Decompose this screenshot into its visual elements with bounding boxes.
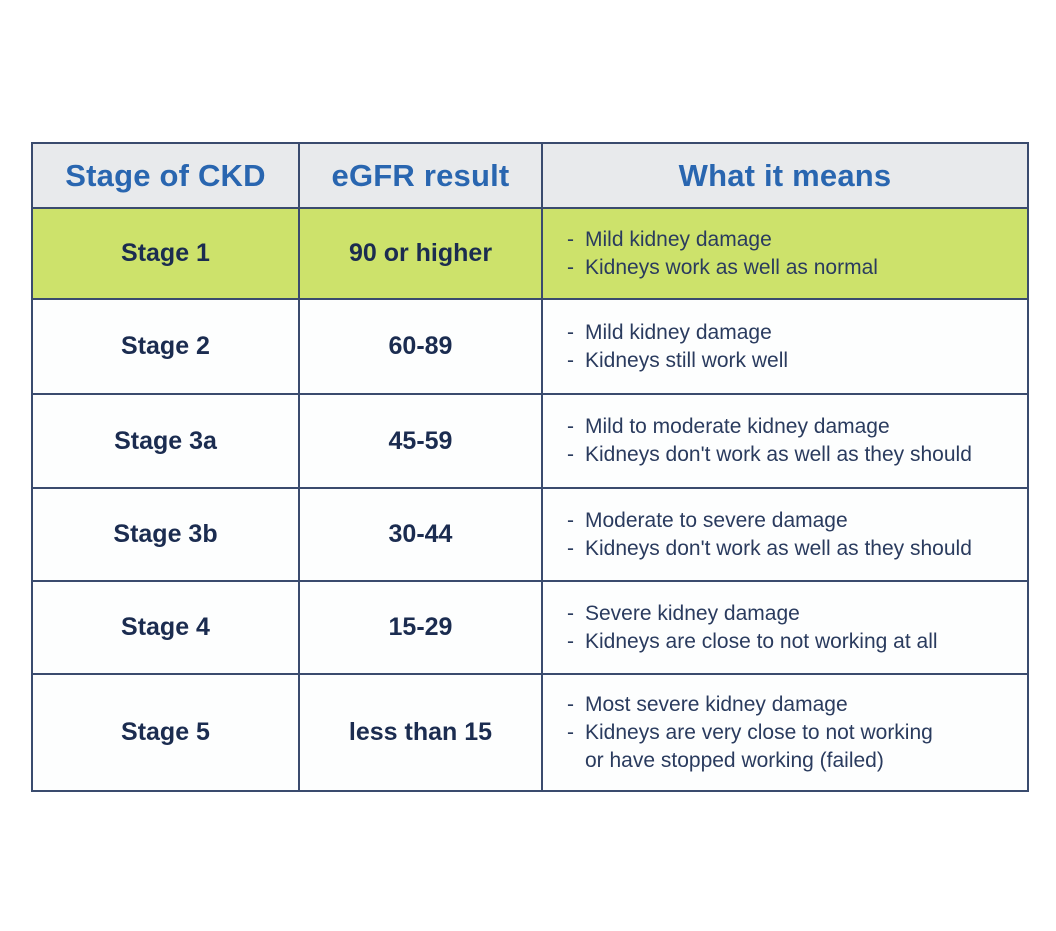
- bullet-dash: -: [567, 255, 574, 279]
- egfr-cell: 15-29: [298, 580, 543, 675]
- bullet-dash: -: [567, 227, 574, 251]
- meaning-text: Kidneys don't work as well as they shoul…: [585, 443, 972, 466]
- bullet-dash: -: [567, 348, 574, 372]
- stage-cell: Stage 2: [31, 298, 300, 395]
- meaning-text: Kidneys still work well: [585, 348, 789, 372]
- ckd-stage-table: Stage of CKD eGFR result What it means S…: [31, 142, 1029, 792]
- header-what-it-means: What it means: [541, 142, 1029, 209]
- meaning-item: - Moderate to severe damage: [567, 507, 1013, 535]
- bullet-dash: -: [567, 629, 574, 653]
- bullet-dash: -: [567, 320, 574, 344]
- table-row-stage-4: Stage 4 15-29 - Severe kidney damage - K…: [31, 580, 1029, 675]
- meaning-cell: - Severe kidney damage - Kidneys are clo…: [541, 580, 1029, 675]
- meaning-item: - Kidneys still work well: [567, 347, 1013, 375]
- egfr-cell: 60-89: [298, 298, 543, 395]
- meaning-cell: - Moderate to severe damage - Kidneys do…: [541, 487, 1029, 582]
- meaning-cell: - Most severe kidney damage - Kidneys ar…: [541, 673, 1029, 792]
- stage-cell: Stage 4: [31, 580, 300, 675]
- bullet-dash: -: [567, 536, 574, 560]
- meaning-item: - Kidneys are close to not working at al…: [567, 628, 1013, 656]
- egfr-cell: 90 or higher: [298, 207, 543, 300]
- header-egfr-result: eGFR result: [298, 142, 543, 209]
- meaning-text: Moderate to severe damage: [585, 508, 848, 532]
- bullet-dash: -: [567, 443, 574, 466]
- meaning-text: Mild to moderate kidney damage: [585, 415, 890, 438]
- bullet-dash: -: [567, 601, 574, 625]
- meaning-item: - Most severe kidney damage: [567, 691, 1013, 719]
- meaning-item: - Mild kidney damage: [567, 226, 1013, 254]
- bullet-dash: -: [567, 415, 574, 438]
- stage-cell: Stage 1: [31, 207, 300, 300]
- table-row-stage-3a: Stage 3a 45-59 - Mild to moderate kidney…: [31, 393, 1029, 489]
- meaning-text: Kidneys are close to not working at all: [585, 629, 938, 653]
- table-row-stage-1: Stage 1 90 or higher - Mild kidney damag…: [31, 207, 1029, 300]
- table-row-stage-5: Stage 5 less than 15 - Most severe kidne…: [31, 673, 1029, 792]
- meaning-item: - Kidneys work as well as normal: [567, 254, 1013, 282]
- header-stage-of-ckd: Stage of CKD: [31, 142, 300, 209]
- table-row-stage-2: Stage 2 60-89 - Mild kidney damage - Kid…: [31, 298, 1029, 395]
- bullet-dash: -: [567, 508, 574, 532]
- meaning-text: Kidneys don't work as well as they shoul…: [585, 536, 972, 560]
- egfr-cell: 45-59: [298, 393, 543, 489]
- meaning-text: Most severe kidney damage: [585, 692, 848, 716]
- meaning-cell: - Mild kidney damage - Kidneys work as w…: [541, 207, 1029, 300]
- stage-cell: Stage 3b: [31, 487, 300, 582]
- meaning-cell: - Mild kidney damage - Kidneys still wor…: [541, 298, 1029, 395]
- bullet-dash: -: [567, 692, 574, 716]
- meaning-text: Mild kidney damage: [585, 227, 772, 251]
- stage-cell: Stage 3a: [31, 393, 300, 489]
- egfr-cell: 30-44: [298, 487, 543, 582]
- meaning-item: - Mild kidney damage: [567, 319, 1013, 347]
- meaning-text: Mild kidney damage: [585, 320, 772, 344]
- meaning-item: - Kidneys don't work as well as they sho…: [567, 535, 1013, 563]
- meaning-item: - Kidneys don't work as well as they sho…: [567, 441, 1013, 469]
- meaning-item: - Mild to moderate kidney damage: [567, 413, 1013, 441]
- meaning-text: Kidneys are very close to not working or…: [585, 720, 933, 772]
- ckd-table: Stage of CKD eGFR result What it means S…: [31, 142, 1029, 792]
- meaning-item: - Kidneys are very close to not working …: [567, 719, 1013, 775]
- table-header-row: Stage of CKD eGFR result What it means: [31, 142, 1029, 209]
- meaning-cell: - Mild to moderate kidney damage - Kidne…: [541, 393, 1029, 489]
- stage-cell: Stage 5: [31, 673, 300, 792]
- meaning-text: Kidneys work as well as normal: [585, 255, 878, 279]
- meaning-item: - Severe kidney damage: [567, 600, 1013, 628]
- table-row-stage-3b: Stage 3b 30-44 - Moderate to severe dama…: [31, 487, 1029, 582]
- egfr-cell: less than 15: [298, 673, 543, 792]
- bullet-dash: -: [567, 720, 574, 744]
- meaning-text: Severe kidney damage: [585, 601, 800, 625]
